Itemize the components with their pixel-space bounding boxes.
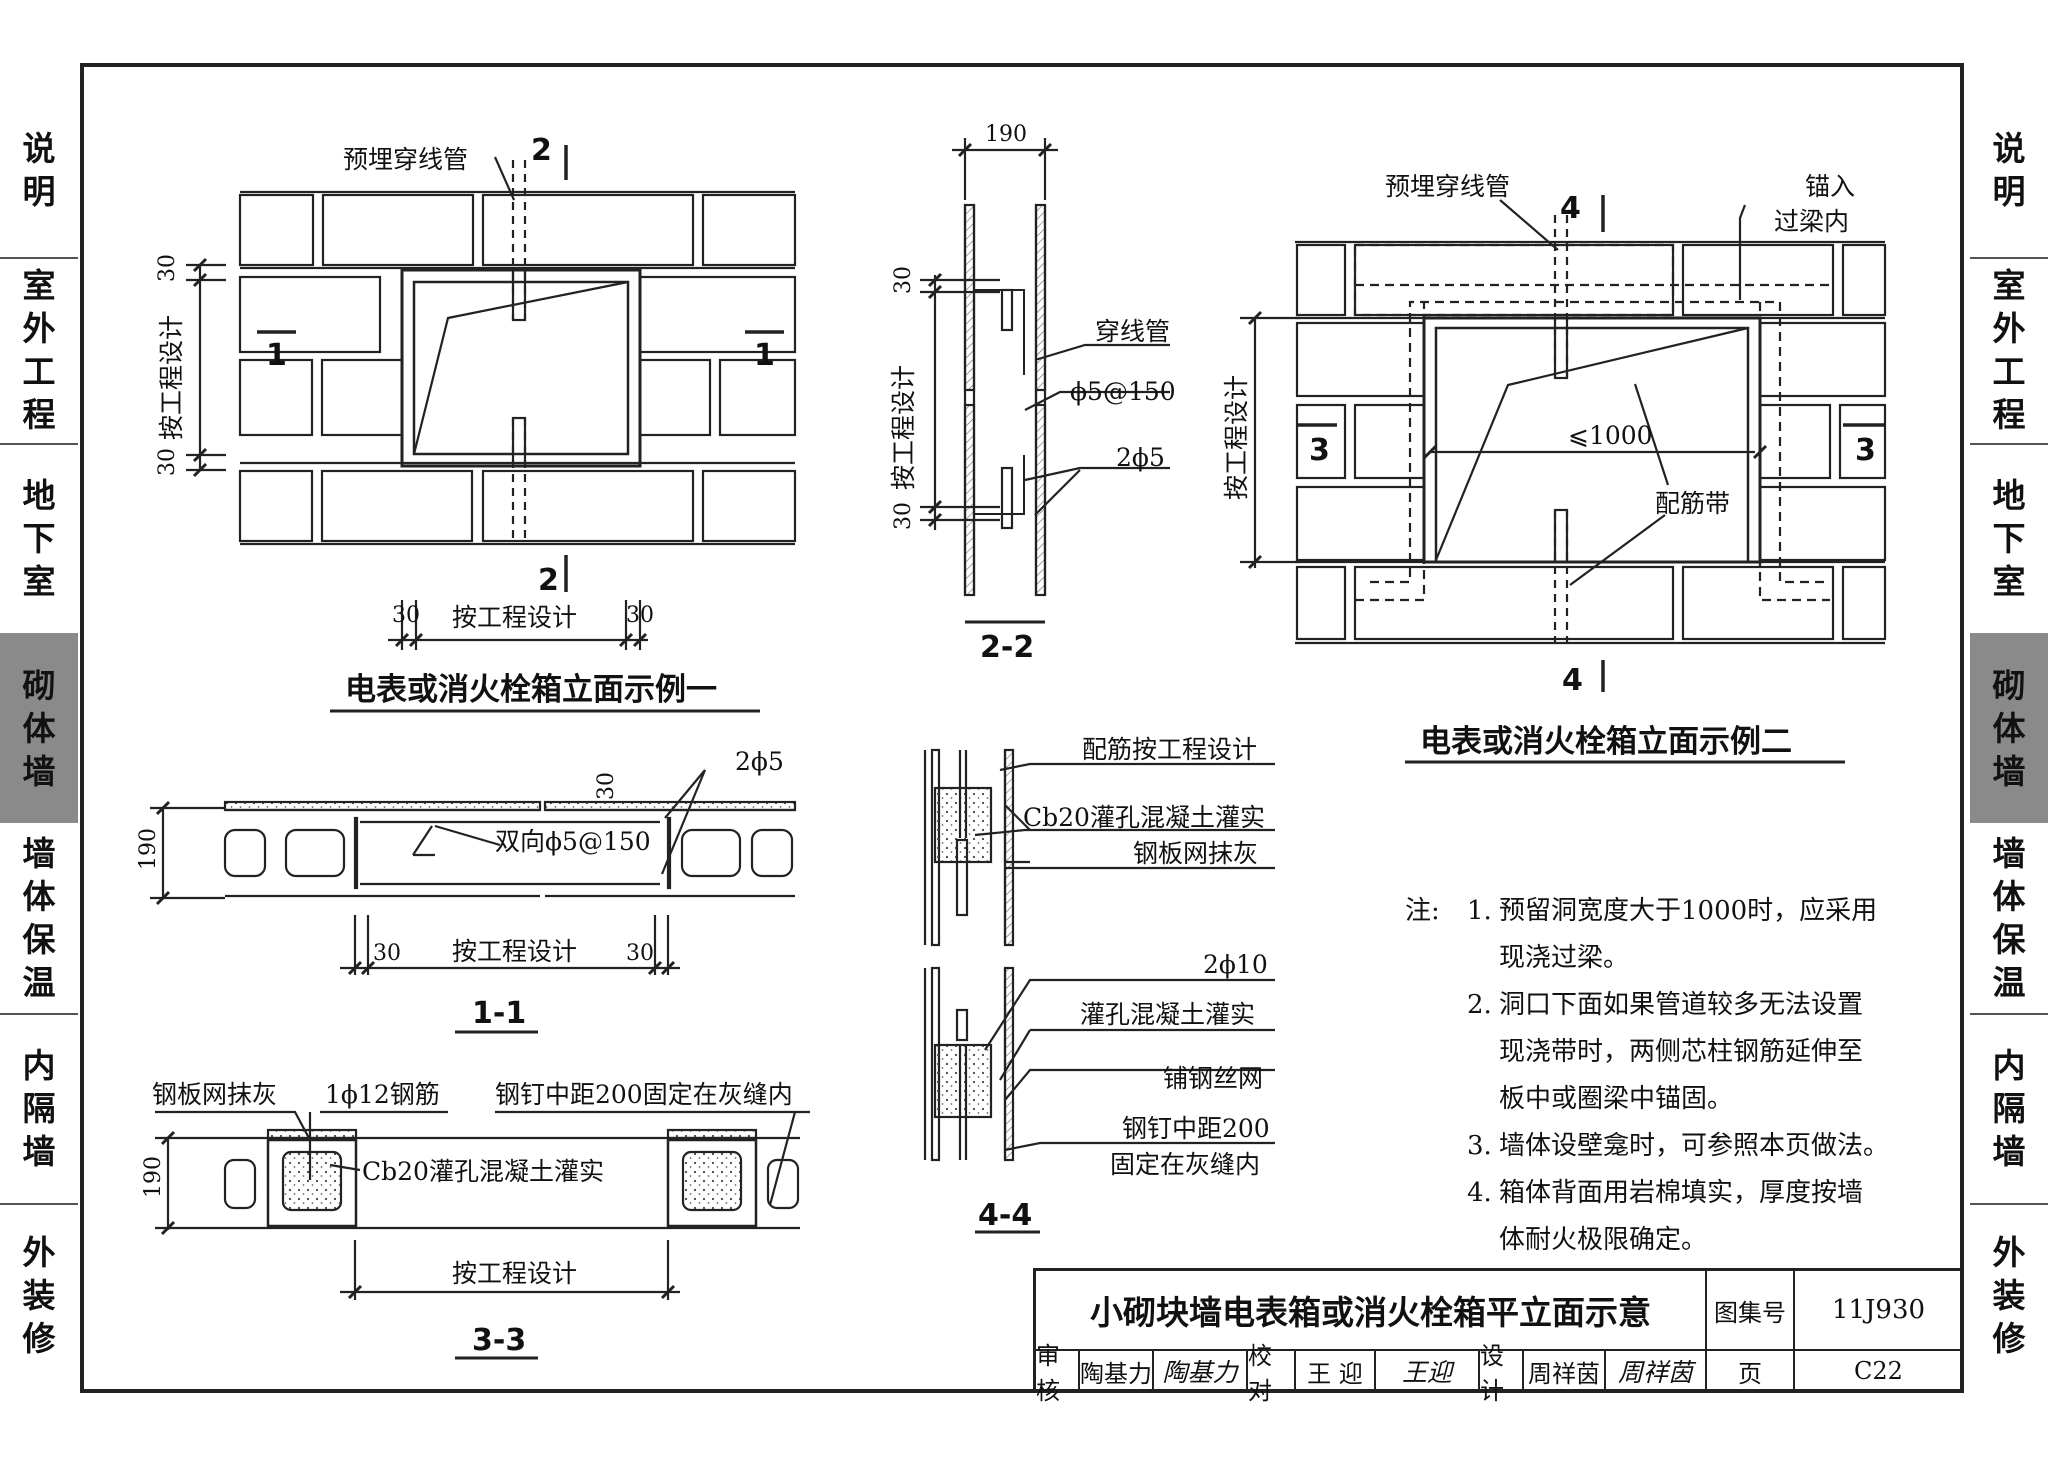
section-3-title: 3-3 [472, 1323, 526, 1358]
elevation-2-title: 电表或消火栓箱立面示例二 [1420, 724, 1792, 760]
rebar-band-label: 配筋带 [1655, 489, 1730, 518]
design-label: 设计 [1480, 1342, 1524, 1405]
side-tab-partition[interactable]: 内 隔 墙 [22, 1045, 56, 1171]
side-tab-insulation[interactable]: 墙 体 保 温 [22, 834, 56, 1002]
cut-marker-2-top: 2 [531, 133, 552, 168]
cut-marker-1-left: 1 [266, 338, 287, 373]
section-2-2 [920, 138, 1170, 624]
section-3-dim-horizontal: 按工程设计 [452, 1259, 577, 1288]
dim-top-gap: 30 [155, 254, 180, 282]
section-1-gap: 30 [594, 772, 619, 800]
section-1-dim-horizontal: 按工程设计 [452, 937, 577, 966]
section-4-bars: 2ϕ10 [1203, 950, 1268, 979]
section-2-bottom-gap: 30 [891, 502, 916, 530]
side-tab-insulation[interactable]: 墙 体 保 温 [1992, 834, 2026, 1002]
section-4-title: 4-4 [978, 1198, 1032, 1233]
side-tab-explanation[interactable]: 说 明 [22, 129, 56, 211]
anchor-label-2: 过梁内 [1774, 207, 1849, 236]
section-1-bars: 2ϕ5 [735, 747, 784, 776]
elevation-2 [1240, 195, 1887, 764]
cut-marker-2-bottom: 2 [538, 563, 559, 598]
designer: 周祥茵 [1524, 1351, 1606, 1393]
section-4-nail-2: 固定在灰缝内 [1110, 1150, 1260, 1179]
side-tab-facade[interactable]: 外 装 修 [22, 1232, 56, 1358]
reviewer: 陶基力 [1080, 1351, 1154, 1393]
cut-marker-4-bottom: 4 [1562, 663, 1583, 698]
width-limit: ⩽1000 [1568, 421, 1653, 450]
section-1-mesh: 双向ϕ5@150 [495, 827, 651, 856]
note-1: 注: 1. 预留洞宽度大于1000时，应采用 [1405, 888, 1905, 935]
note-2: 2. 洞口下面如果管道较多无法设置 [1467, 990, 1864, 1020]
section-3-thickness: 190 [141, 1156, 166, 1198]
side-tab-explanation[interactable]: 说 明 [1992, 129, 2026, 211]
side-tab-basement[interactable]: 地 下 室 [22, 475, 56, 601]
side-tab-partition[interactable]: 内 隔 墙 [1992, 1045, 2026, 1171]
section-3-nail: 钢钉中距200固定在灰缝内 [495, 1080, 793, 1109]
section-2-bars: 2ϕ5 [1116, 443, 1165, 472]
conduit-label: 预埋穿线管 [343, 145, 468, 174]
section-4-4 [923, 748, 1275, 1234]
side-tab-outdoor[interactable]: 室 外 工 程 [1992, 266, 2026, 434]
side-tab-outdoor[interactable]: 室 外 工 程 [22, 266, 56, 434]
drawing-frame [80, 63, 1964, 1393]
anchor-label-1: 锚入 [1805, 172, 1855, 201]
section-2-dim-vertical: 按工程设计 [889, 365, 918, 490]
section-2-conduit: 穿线管 [1095, 317, 1170, 346]
dim-bottom-gap: 30 [155, 448, 180, 476]
section-2-title: 2-2 [980, 630, 1034, 665]
section-1-title: 1-1 [472, 996, 526, 1031]
section-4-reinf: 配筋按工程设计 [1082, 735, 1257, 764]
side-tab-masonry[interactable]: 砌 体 墙 [1970, 633, 2048, 823]
review-label: 审核 [1036, 1342, 1080, 1405]
page-number: C22 [1795, 1351, 1964, 1393]
section-2-width: 190 [985, 122, 1027, 147]
section-1-right-gap: 30 [626, 941, 654, 966]
designer-signature: 周祥茵 [1606, 1351, 1707, 1393]
elevation-2-conduit: 预埋穿线管 [1385, 172, 1510, 201]
cut-marker-3-left: 3 [1309, 433, 1330, 468]
dim-left-gap: 30 [392, 603, 420, 628]
checker: 王 迎 [1296, 1351, 1376, 1393]
section-3-grout: Cb20灌孔混凝土灌实 [362, 1157, 604, 1186]
section-3-3 [155, 1110, 810, 1360]
elevation-1-title: 电表或消火栓箱立面示例一 [345, 672, 717, 708]
check-label: 校对 [1248, 1342, 1296, 1405]
section-2-stirrup: ϕ5@150 [1070, 377, 1176, 406]
dim-vertical: 按工程设计 [157, 315, 186, 440]
section-1-1 [150, 769, 797, 1034]
note-4: 4. 箱体背面用岩棉填实，厚度按墙 [1467, 1178, 1864, 1208]
atlas-label: 图集号 [1707, 1271, 1795, 1351]
cut-marker-3-right: 3 [1855, 433, 1876, 468]
cut-marker-1-right: 1 [754, 338, 775, 373]
section-3-plaster: 钢板网抹灰 [152, 1080, 277, 1109]
notes: 注: 1. 预留洞宽度大于1000时，应采用 现浇过梁。 2. 洞口下面如果管道… [1405, 888, 1905, 1264]
notes-lead: 注: [1405, 896, 1440, 926]
cut-marker-4-top: 4 [1560, 191, 1581, 226]
section-4-grout-2: 灌孔混凝土灌实 [1080, 1000, 1255, 1029]
drawing-title: 小砌块墙电表箱或消火栓箱平立面示意 [1036, 1271, 1707, 1351]
page-label: 页 [1707, 1351, 1795, 1393]
section-4-plaster: 钢板网抹灰 [1133, 839, 1258, 868]
checker-signature: 王迎 [1376, 1351, 1480, 1393]
section-4-mesh: 铺钢丝网 [1163, 1064, 1263, 1093]
section-1-left-gap: 30 [373, 941, 401, 966]
atlas-number: 11J930 [1795, 1271, 1964, 1351]
elevation-1 [186, 145, 797, 713]
dim-horizontal: 按工程设计 [452, 603, 577, 632]
elevation-2-dim-vertical: 按工程设计 [1222, 375, 1251, 500]
side-tab-masonry[interactable]: 砌 体 墙 [0, 633, 78, 823]
section-2-top-gap: 30 [891, 266, 916, 294]
section-3-rebar: 1ϕ12钢筋 [325, 1080, 440, 1109]
section-1-thickness: 190 [136, 828, 161, 870]
note-3: 3. 墙体设壁龛时，可参照本页做法。 [1467, 1131, 1890, 1161]
section-4-nail-1: 钢钉中距200 [1122, 1114, 1270, 1143]
title-block: 小砌块墙电表箱或消火栓箱平立面示意 图集号 11J930 审核 陶基力 陶基力 … [1033, 1268, 1964, 1405]
side-tab-basement[interactable]: 地 下 室 [1992, 475, 2026, 601]
dim-right-gap: 30 [626, 603, 654, 628]
side-tab-facade[interactable]: 外 装 修 [1992, 1232, 2026, 1358]
reviewer-signature: 陶基力 [1154, 1351, 1248, 1393]
section-4-grout: Cb20灌孔混凝土灌实 [1023, 803, 1265, 832]
